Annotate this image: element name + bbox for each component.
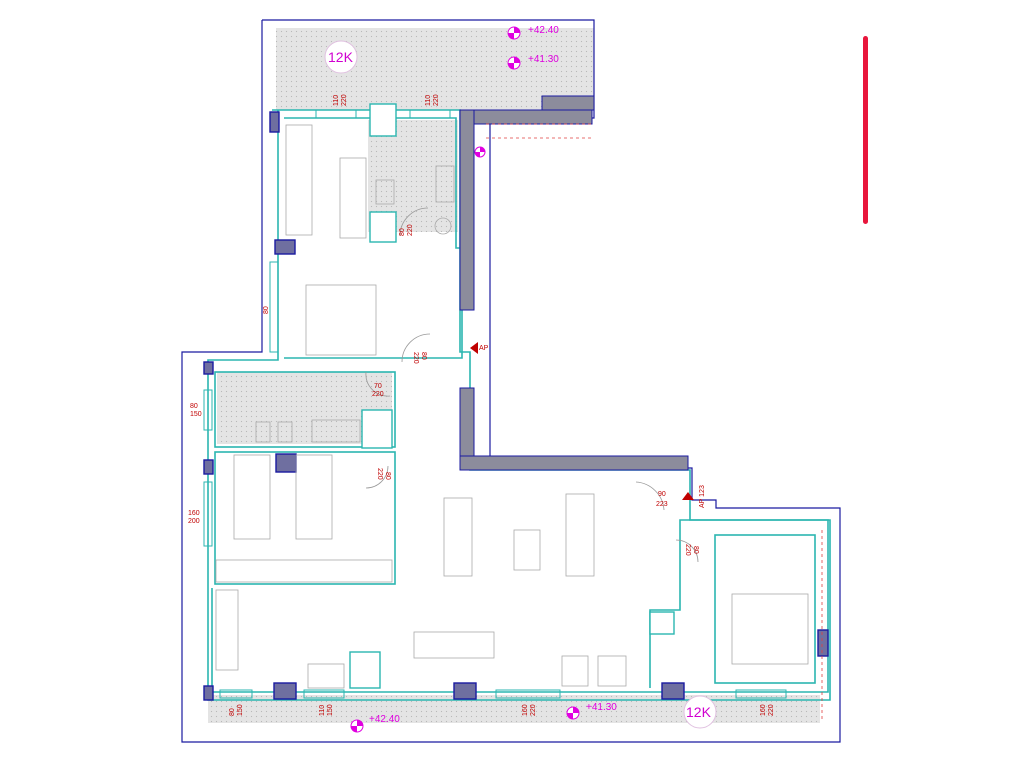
terrace-top (276, 28, 594, 110)
ap-tag-upper: AP (479, 345, 489, 352)
window-dim-6-w: 80 (229, 708, 236, 716)
window-dim-4-h: 150 (190, 411, 202, 418)
column-2 (274, 239, 296, 255)
window-dim-5-w: 160 (188, 510, 200, 517)
bedroom-left-wall (214, 451, 396, 585)
door-dim-2-h: 220 (412, 352, 419, 364)
terrace-edge (486, 123, 823, 722)
door-dim-6-w: 80 (692, 546, 699, 554)
window-dim-9-w: 160 (760, 704, 767, 716)
window-dim-7-h: 150 (327, 704, 334, 716)
level-marker-icons (350, 26, 580, 733)
door-dim-3-h: 220 (372, 391, 384, 398)
column-6 (203, 685, 214, 701)
ap-arrow-lower-icon (682, 492, 694, 500)
living-wall (211, 519, 829, 693)
window-dim-3-w: 80 (263, 306, 270, 314)
column-5 (203, 459, 214, 475)
window-dim-7-w: 110 (319, 705, 326, 716)
door-swings (365, 207, 699, 563)
door-dim-2-w: 80 (420, 352, 427, 360)
column-1 (269, 111, 280, 133)
column-9 (661, 682, 685, 700)
ap-tag-lower: AP 123 (699, 485, 706, 508)
red-marker-bar[interactable] (863, 36, 868, 224)
ap-arrow-upper-icon (470, 342, 478, 354)
window-dim-8-w: 160 (522, 704, 529, 716)
bedroom-right-wall (714, 534, 816, 684)
window-dim-6-h: 150 (237, 704, 244, 716)
shaft-boxes (349, 103, 675, 689)
furniture (215, 124, 809, 689)
level-bottom-mid: +41.30 (586, 702, 617, 713)
door-dim-1-h: 220 (407, 224, 414, 236)
window-dim-1-h: 220 (341, 94, 348, 106)
grey-wall-e (541, 95, 595, 111)
window-dim-2-w: 110 (425, 95, 432, 106)
zone-label-bottom: 12K (686, 704, 712, 720)
grey-wall-b (459, 109, 475, 311)
door-dim-5-h: 223 (656, 501, 668, 508)
grey-wall-d (459, 455, 689, 471)
window-dim-9-h: 220 (768, 704, 775, 716)
zone-circle-bottom (683, 695, 717, 729)
level-top-upper: +42.40 (528, 25, 559, 36)
window-dim-5-h: 200 (188, 518, 200, 525)
window-dim-4-w: 80 (190, 403, 198, 410)
column-4 (275, 453, 297, 473)
windows (203, 109, 787, 699)
bathroom-wall (214, 371, 396, 448)
level-bottom-left: +42.40 (369, 714, 400, 725)
column-8 (453, 682, 477, 700)
door-dim-6-h: 220 (684, 544, 691, 556)
zone-label-top: 12K (328, 49, 354, 65)
door-dim-3-w: 70 (374, 383, 382, 390)
column-3 (203, 361, 214, 375)
grey-wall-a (459, 109, 593, 125)
door-dim-5-w: 90 (658, 491, 666, 498)
zone-circle-top (324, 40, 358, 74)
column-10 (817, 629, 829, 657)
window-dim-8-h: 220 (530, 704, 537, 716)
column-7 (273, 682, 297, 700)
door-dim-1-w: 80 (399, 228, 406, 236)
window-dim-2-h: 220 (433, 94, 440, 106)
door-dim-4-h: 220 (376, 468, 383, 480)
level-top-lower: +41.30 (528, 54, 559, 65)
door-dim-4-w: 80 (384, 472, 391, 480)
window-dim-1-w: 110 (333, 95, 340, 106)
